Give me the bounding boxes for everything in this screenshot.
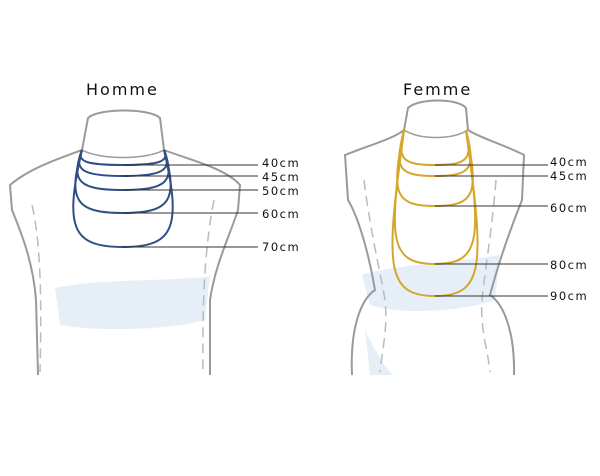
femme-chain-60cm — [396, 129, 474, 208]
homme-length-45: 45cm — [262, 170, 301, 184]
femme-bust-drawing — [343, 99, 548, 376]
femme-length-60: 60cm — [550, 201, 589, 215]
femme-left-seam — [363, 179, 387, 373]
femme-chain-80cm — [393, 129, 477, 266]
femme-torso-shading — [362, 255, 500, 312]
homme-chain-60cm — [74, 149, 172, 215]
femme-bust-outline — [343, 99, 526, 376]
homme-right-seam — [202, 199, 215, 373]
femme-right-seam — [480, 179, 497, 373]
homme-length-60: 60cm — [262, 207, 301, 221]
homme-length-50: 50cm — [262, 184, 301, 198]
homme-chain-50cm — [76, 149, 170, 192]
homme-length-40: 40cm — [262, 156, 301, 170]
homme-left-seam — [31, 204, 42, 373]
femme-neck-base — [403, 129, 469, 139]
femme-length-45: 45cm — [550, 169, 589, 183]
femme-title: Femme — [403, 80, 473, 99]
femme-length-80: 80cm — [550, 258, 589, 272]
homme-torso-shading — [55, 276, 210, 330]
homme-length-70: 70cm — [262, 240, 301, 254]
femme-chain-40cm — [400, 129, 470, 167]
homme-bust-drawing — [8, 109, 258, 376]
femme-lower-shading — [365, 330, 395, 375]
femme-bust — [300, 0, 600, 476]
femme-length-90: 90cm — [550, 289, 589, 303]
homme-neck-base — [81, 149, 165, 159]
femme-length-40: 40cm — [550, 155, 589, 169]
homme-bust — [8, 109, 258, 376]
homme-title: Homme — [86, 80, 159, 99]
homme-bust-outline — [8, 109, 242, 376]
